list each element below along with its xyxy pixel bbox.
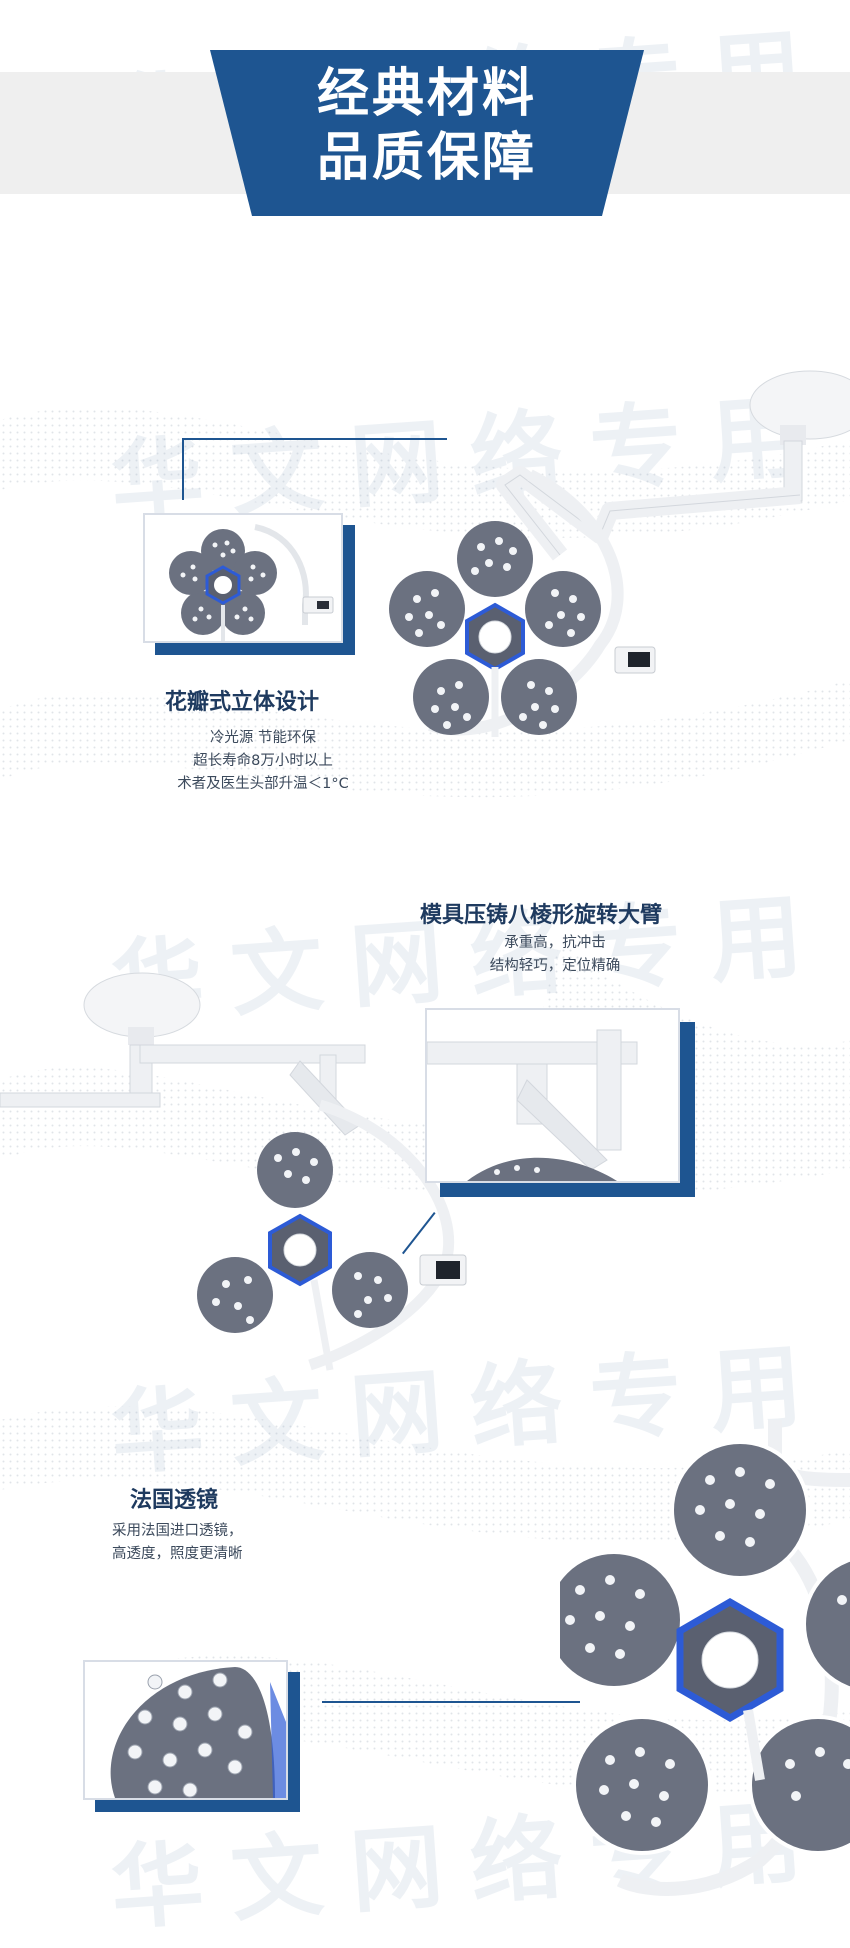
- feature-desc-rotating-arm: 承重高，抗冲击 结构轻巧，定位精确: [420, 932, 690, 978]
- feature-title-french-lens: 法国透镜: [130, 1488, 219, 1513]
- connector-line: [182, 438, 184, 500]
- feature-desc-line: 超长寿命8万小时以上: [193, 753, 333, 769]
- feature-desc-line: 高透度，照度更清晰: [112, 1546, 243, 1562]
- connector-line: [322, 1701, 580, 1703]
- feature-desc-line: 术者及医生头部升温＜1°C: [177, 776, 349, 792]
- lens-closeup-image: [83, 1660, 288, 1800]
- feature-desc-line: 冷光源 节能环保: [209, 730, 317, 746]
- feature-desc-line: 承重高，抗冲击: [504, 935, 606, 951]
- page-title: 经典材料 品质保障: [210, 62, 644, 190]
- five-petal-surgical-lamp-image: [389, 370, 850, 737]
- feature-desc-french-lens: 采用法国进口透镜， 高透度，照度更清晰: [112, 1520, 243, 1566]
- feature-title-petal-design: 花瓣式立体设计: [165, 690, 320, 715]
- connector-line: [182, 438, 447, 440]
- header-tab: [210, 50, 644, 216]
- petal-closeup-image: [143, 513, 343, 643]
- three-petal-surgical-lamp-image: [0, 972, 467, 1371]
- arm-closeup-image: [425, 1008, 680, 1183]
- large-five-petal-lamp-image: [560, 1420, 850, 1896]
- feature-desc-line: 采用法国进口透镜，: [112, 1523, 243, 1539]
- feature-desc-line: 结构轻巧，定位精确: [489, 958, 621, 974]
- feature-desc-petal-design: 冷光源 节能环保 超长寿命8万小时以上 术者及医生头部升温＜1°C: [143, 727, 383, 796]
- feature-title-rotating-arm: 模具压铸八棱形旋转大臂: [420, 903, 663, 928]
- page-title-line-1: 经典材料: [316, 64, 537, 124]
- page-title-line-2: 品质保障: [316, 128, 537, 188]
